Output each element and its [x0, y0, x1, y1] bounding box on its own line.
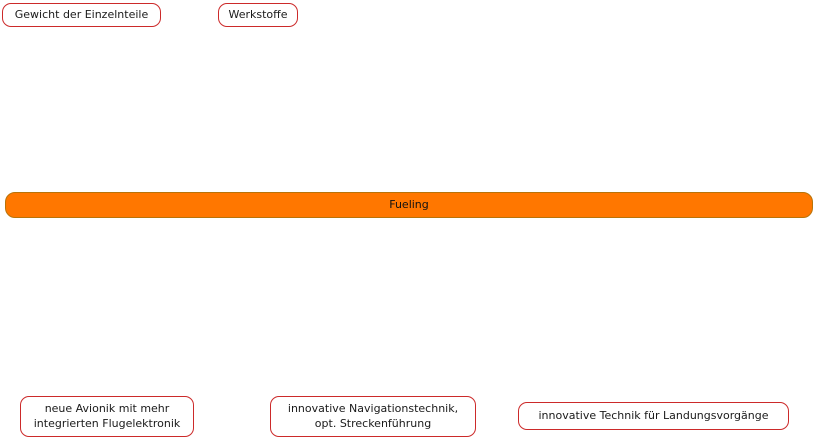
- node-label: innovative Navigationstechnik, opt. Stre…: [287, 402, 459, 430]
- node-neue-avionik[interactable]: neue Avionik mit mehr integrierten Fluge…: [20, 396, 194, 437]
- node-label: Werkstoffe: [228, 7, 288, 21]
- node-innovative-technik-landungsvorgaenge[interactable]: innovative Technik für Landungsvorgänge: [518, 402, 789, 430]
- node-werkstoffe[interactable]: Werkstoffe: [218, 3, 298, 27]
- node-label: innovative Technik für Landungsvorgänge: [538, 408, 769, 422]
- node-label: Gewicht der Einzelnteile: [14, 7, 149, 21]
- node-label: Fueling: [389, 197, 429, 211]
- node-innovative-navigationstechnik[interactable]: innovative Navigationstechnik, opt. Stre…: [270, 396, 476, 437]
- node-gewicht-der-einzelnteile[interactable]: Gewicht der Einzelnteile: [2, 3, 161, 27]
- node-label: neue Avionik mit mehr integrierten Fluge…: [33, 402, 181, 430]
- node-fueling-bar[interactable]: Fueling: [5, 192, 813, 218]
